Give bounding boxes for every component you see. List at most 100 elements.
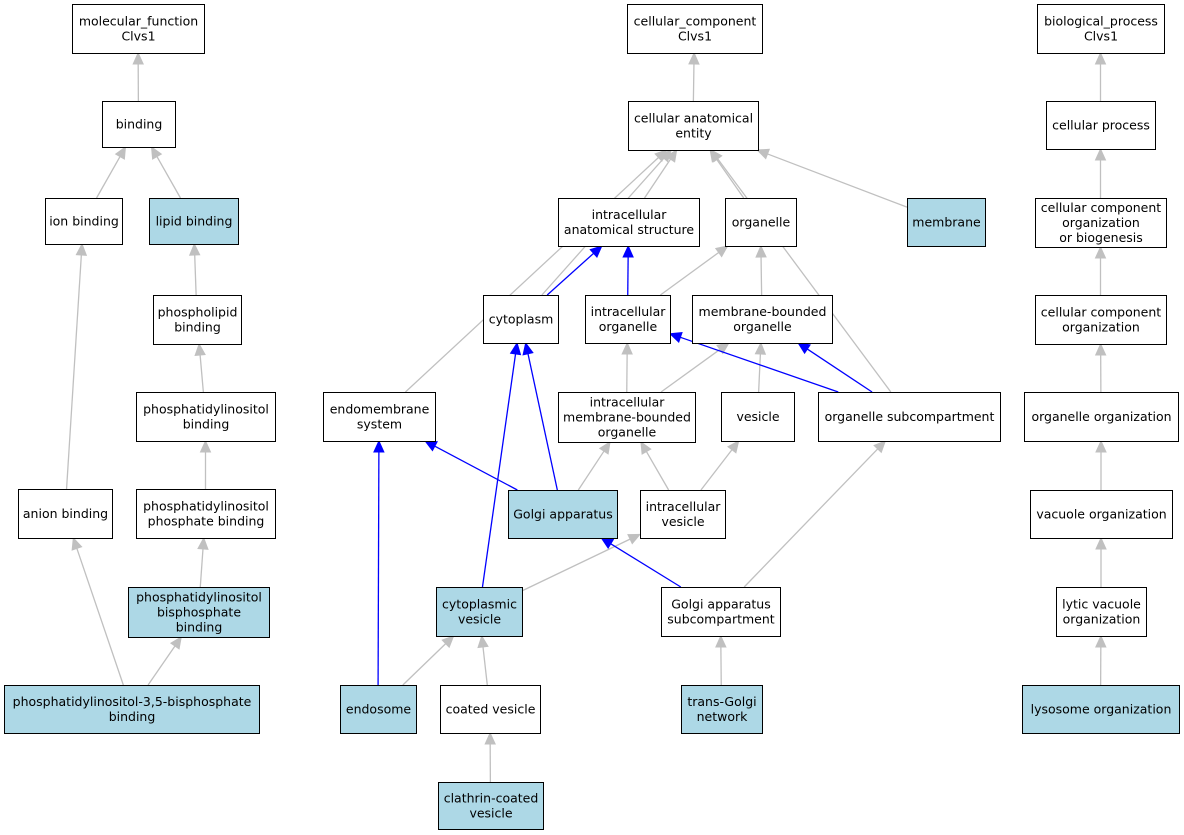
node-box bbox=[438, 782, 544, 830]
node-box bbox=[149, 198, 239, 245]
go-term-node-osub[interactable]: organelle subcompartment bbox=[818, 392, 1001, 442]
node-box bbox=[440, 685, 541, 734]
edge-oo-to-cco bbox=[1094, 342, 1107, 393]
arrowhead-icon bbox=[754, 341, 767, 355]
node-label-line: intracellular bbox=[590, 395, 666, 410]
node-box bbox=[558, 392, 696, 443]
node-label-line: ion binding bbox=[49, 214, 119, 229]
node-label-line: phospholipid bbox=[158, 305, 238, 320]
arrowhead-icon bbox=[1094, 147, 1107, 161]
arrowhead-icon bbox=[477, 634, 489, 649]
node-label-line: organelle bbox=[598, 425, 657, 440]
go-term-node-pi35[interactable]: phosphatidylinositol-3,5-bisphosphatebin… bbox=[4, 685, 260, 734]
edge-line bbox=[95, 156, 121, 199]
edge-coated-to-cvesicle bbox=[477, 634, 489, 686]
node-box bbox=[907, 198, 986, 247]
node-label-line: clathrin-coated bbox=[444, 791, 539, 806]
go-term-node-organelle[interactable]: organelle bbox=[725, 198, 797, 247]
go-term-node-coated[interactable]: coated vesicle bbox=[440, 685, 541, 734]
go-term-node-anion_binding[interactable]: anion binding bbox=[18, 489, 113, 539]
edge-line bbox=[645, 451, 670, 491]
edges-layer bbox=[65, 51, 1107, 783]
edge-ivesicle-to-vesicle bbox=[700, 440, 740, 491]
node-box bbox=[1056, 587, 1147, 637]
node-box bbox=[692, 295, 833, 344]
arrowhead-icon bbox=[622, 244, 634, 258]
edge-endosome-to-cvesicle bbox=[402, 635, 455, 686]
edge-line bbox=[715, 158, 745, 199]
edge-line bbox=[743, 448, 879, 588]
edge-lo-to-lvo bbox=[1095, 634, 1107, 686]
node-label-line: network bbox=[697, 709, 749, 724]
arrowhead-icon bbox=[373, 439, 385, 453]
node-label-line: phosphate binding bbox=[148, 514, 265, 529]
node-box bbox=[585, 295, 671, 344]
go-term-node-cytoplasm[interactable]: cytoplasm bbox=[483, 295, 559, 344]
arrowhead-icon bbox=[688, 51, 700, 65]
node-label-line: organization bbox=[1062, 215, 1140, 230]
edge-vesicle-to-mbo bbox=[754, 341, 767, 393]
arrowhead-icon bbox=[199, 439, 212, 453]
edge-line bbox=[692, 63, 695, 102]
node-label-line: bisphosphate bbox=[157, 605, 241, 620]
node-box bbox=[681, 685, 763, 734]
go-term-node-vo[interactable]: vacuole organization bbox=[1030, 490, 1173, 539]
arrowhead-icon bbox=[194, 342, 206, 356]
go-term-node-oo[interactable]: organelle organization bbox=[1024, 392, 1179, 442]
node-box bbox=[136, 489, 276, 539]
arrowhead-icon bbox=[1095, 439, 1107, 453]
edge-line bbox=[757, 353, 762, 393]
node-label-line: phosphatidylinositol bbox=[136, 590, 262, 605]
edge-osub-to-mbo bbox=[797, 342, 873, 393]
node-label-line: phosphatidylinositol bbox=[143, 402, 269, 417]
edge-line bbox=[767, 153, 908, 208]
go-term-node-binding[interactable]: binding bbox=[102, 101, 176, 148]
node-label-line: organization bbox=[1063, 612, 1141, 627]
go-term-node-lipid_binding[interactable]: lipid binding bbox=[149, 198, 239, 245]
edge-line bbox=[660, 348, 721, 393]
edge-line bbox=[610, 543, 682, 588]
edge-line bbox=[527, 353, 558, 491]
node-label-line: lytic vacuole bbox=[1062, 597, 1141, 612]
edge-anion_binding-to-ion_binding bbox=[65, 242, 88, 490]
edge-line bbox=[521, 538, 631, 592]
arrowhead-icon bbox=[75, 242, 88, 256]
node-label-line: cellular anatomical bbox=[634, 111, 753, 126]
go-term-node-golgi[interactable]: Golgi apparatus bbox=[508, 490, 618, 539]
arrowhead-icon bbox=[600, 537, 615, 549]
go-term-node-membrane[interactable]: membrane bbox=[907, 198, 986, 247]
go-term-node-ion_binding[interactable]: ion binding bbox=[45, 198, 123, 245]
node-box bbox=[725, 198, 797, 247]
go-term-node-vesicle[interactable]: vesicle bbox=[721, 392, 795, 442]
arrowhead-icon bbox=[1095, 634, 1107, 648]
edge-lvo-to-vo bbox=[1095, 536, 1107, 587]
edge-line bbox=[377, 451, 380, 686]
go-term-node-cp[interactable]: cellular process bbox=[1046, 101, 1156, 150]
edge-line bbox=[156, 156, 182, 199]
arrowhead-icon bbox=[132, 51, 144, 65]
go-term-node-endosome[interactable]: endosome bbox=[340, 685, 417, 734]
go-term-node-lo[interactable]: lysosome organization bbox=[1022, 685, 1180, 734]
